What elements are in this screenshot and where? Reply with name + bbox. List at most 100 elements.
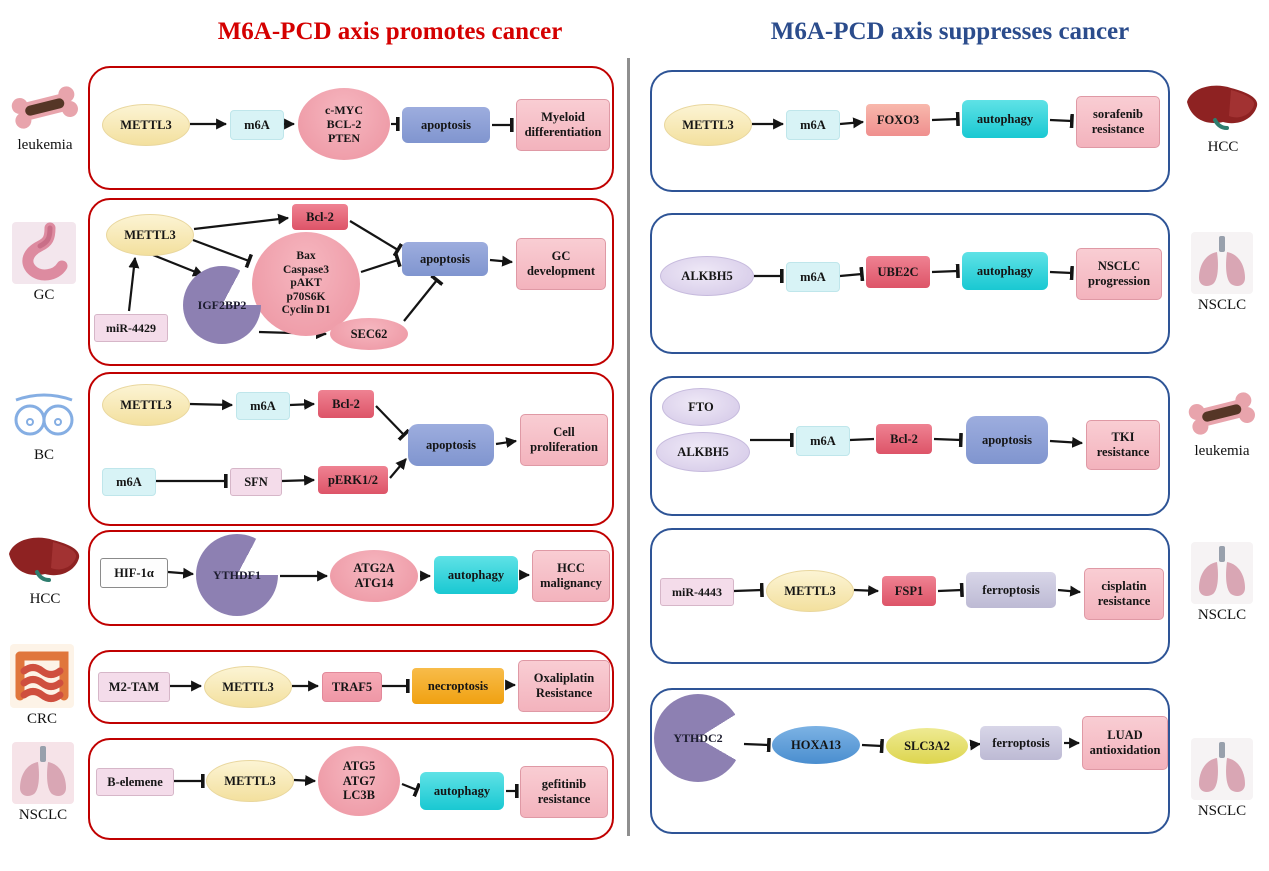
organ-nsclc-right-2: NSCLC (1186, 542, 1258, 624)
organ-nsclc-right-3: NSCLC (1186, 738, 1258, 820)
node-outcome-cisplatin-resistance: cisplatin resistance (1084, 568, 1164, 620)
organ-bc: BC (10, 388, 78, 464)
node-outcome-nsclc-progression: NSCLC progression (1076, 248, 1162, 300)
node-ythdc2-reader: YTHDC2 (654, 694, 742, 782)
node-fto: FTO (662, 388, 740, 426)
node-mettl3: METTL3 (102, 104, 190, 146)
organ-leukemia-right: leukemia (1180, 388, 1264, 460)
intestine-icon (10, 644, 74, 708)
organ-label: NSCLC (1197, 803, 1247, 819)
node-mettl3: METTL3 (206, 760, 294, 802)
bone-marrow-icon (11, 86, 78, 129)
organ-hcc: HCC (4, 534, 86, 608)
node-outcome-myeloid-differentiation: Myeloid differentiation (516, 99, 610, 151)
node-mettl3: METTL3 (204, 666, 292, 708)
node-outcome-oxaliplatin-resistance: Oxaliplatin Resistance (518, 660, 610, 712)
node-mir-4443: miR-4443 (660, 578, 734, 606)
node-m6a: m6A (236, 392, 290, 420)
node-atg5-atg7-lc3b: ATG5 ATG7 LC3B (318, 746, 400, 816)
organ-nsclc-right-1: NSCLC (1186, 232, 1258, 314)
node-alkbh5: ALKBH5 (660, 256, 754, 296)
node-atg2a-atg14: ATG2A ATG14 (330, 550, 418, 602)
node-necroptosis: necroptosis (412, 668, 504, 704)
lungs-icon (1191, 738, 1253, 800)
bone-marrow-icon (1188, 392, 1255, 435)
organ-nsclc-left: NSCLC (8, 742, 78, 824)
organ-label: BC (33, 447, 54, 463)
organ-label: leukemia (17, 137, 73, 153)
stomach-icon (12, 222, 76, 284)
node-mir-4429: miR-4429 (94, 314, 168, 342)
node-ferroptosis: ferroptosis (980, 726, 1062, 760)
lungs-icon (12, 742, 74, 804)
node-outcome-sorafenib-resistance: sorafenib resistance (1076, 96, 1160, 148)
node-ferroptosis: ferroptosis (966, 572, 1056, 608)
organ-label: HCC (1207, 139, 1239, 155)
column-divider (627, 58, 630, 836)
node-bcl2: Bcl-2 (292, 204, 348, 230)
node-foxo3: FOXO3 (866, 104, 930, 136)
node-outcome-cell-proliferation: Cell proliferation (520, 414, 608, 466)
node-bcl2: Bcl-2 (318, 390, 374, 418)
organ-leukemia: leukemia (4, 82, 86, 154)
node-apoptosis: apoptosis (402, 242, 488, 276)
pathway-frame-right-4 (650, 528, 1170, 664)
organ-gc: GC (8, 222, 80, 304)
node-mettl3: METTL3 (664, 104, 752, 146)
node-apoptosis: apoptosis (402, 107, 490, 143)
node-autophagy: autophagy (420, 772, 504, 810)
node-mettl3: METTL3 (102, 384, 190, 426)
organ-label: GC (33, 287, 55, 303)
node-sfn: SFN (230, 468, 282, 496)
node-ythdf1-reader: YTHDF1 (196, 534, 278, 616)
node-outcome-luad-antioxidation: LUAD antioxidation (1082, 716, 1168, 770)
pathway-frame-left-2 (88, 198, 614, 366)
organ-crc: CRC (8, 644, 76, 728)
node-m6a: m6A (786, 110, 840, 140)
node-m6a: m6A (796, 426, 850, 456)
node-perk1-2: pERK1/2 (318, 466, 388, 494)
pathway-frame-left-1 (88, 66, 614, 190)
node-cmyc-bcl2-pten: c-MYC BCL-2 PTEN (298, 88, 390, 160)
node-outcome-gc-development: GC development (516, 238, 606, 290)
organ-hcc-right: HCC (1182, 82, 1264, 156)
pathway-frame-right-5 (650, 688, 1170, 834)
organ-label: CRC (26, 711, 57, 727)
node-apoptosis: apoptosis (408, 424, 494, 466)
organ-label: NSCLC (1197, 297, 1247, 313)
organ-label: leukemia (1194, 443, 1250, 459)
pathway-frame-right-3 (650, 376, 1170, 516)
node-outcome-hcc-malignancy: HCC malignancy (532, 550, 610, 602)
organ-label: NSCLC (1197, 607, 1247, 623)
node-m6a: m6A (786, 262, 840, 292)
node-bcl2: Bcl-2 (876, 424, 932, 454)
node-hoxa13: HOXA13 (772, 726, 860, 764)
node-m6a: m6A (230, 110, 284, 140)
node-slc3a2: SLC3A2 (886, 728, 968, 764)
node-outcome-gefitinib-resistance: gefitinib resistance (520, 766, 608, 818)
node-mettl3: METTL3 (106, 214, 194, 256)
pathway-frame-left-5 (88, 650, 614, 724)
node-apoptosis: apoptosis (966, 416, 1048, 464)
node-ube2c: UBE2C (866, 256, 930, 288)
pathway-frame-left-3 (88, 372, 614, 526)
node-fsp1: FSP1 (882, 576, 936, 606)
promotes-title: M6A-PCD axis promotes cancer (217, 18, 563, 45)
node-igf2bp2-reader: IGF2BP2 (183, 266, 261, 344)
node-b-elemene: B-elemene (96, 768, 174, 796)
suppresses-title: M6A-PCD axis suppresses cancer (770, 18, 1130, 45)
node-mettl3: METTL3 (766, 570, 854, 612)
node-autophagy: autophagy (962, 252, 1048, 290)
node-hif1a: HIF-1α (100, 558, 168, 588)
pathway-frame-right-2 (650, 213, 1170, 354)
node-apoptosis-effectors: Bax Caspase3 pAKT p70S6K Cyclin D1 (252, 232, 360, 336)
node-autophagy: autophagy (962, 100, 1048, 138)
connectors-right (733, 111, 1084, 754)
lungs-icon (1191, 232, 1253, 294)
node-outcome-tki-resistance: TKI resistance (1086, 420, 1160, 470)
node-m2-tam: M2-TAM (98, 672, 170, 702)
node-m6a: m6A (102, 468, 156, 496)
organ-label: HCC (29, 591, 61, 607)
